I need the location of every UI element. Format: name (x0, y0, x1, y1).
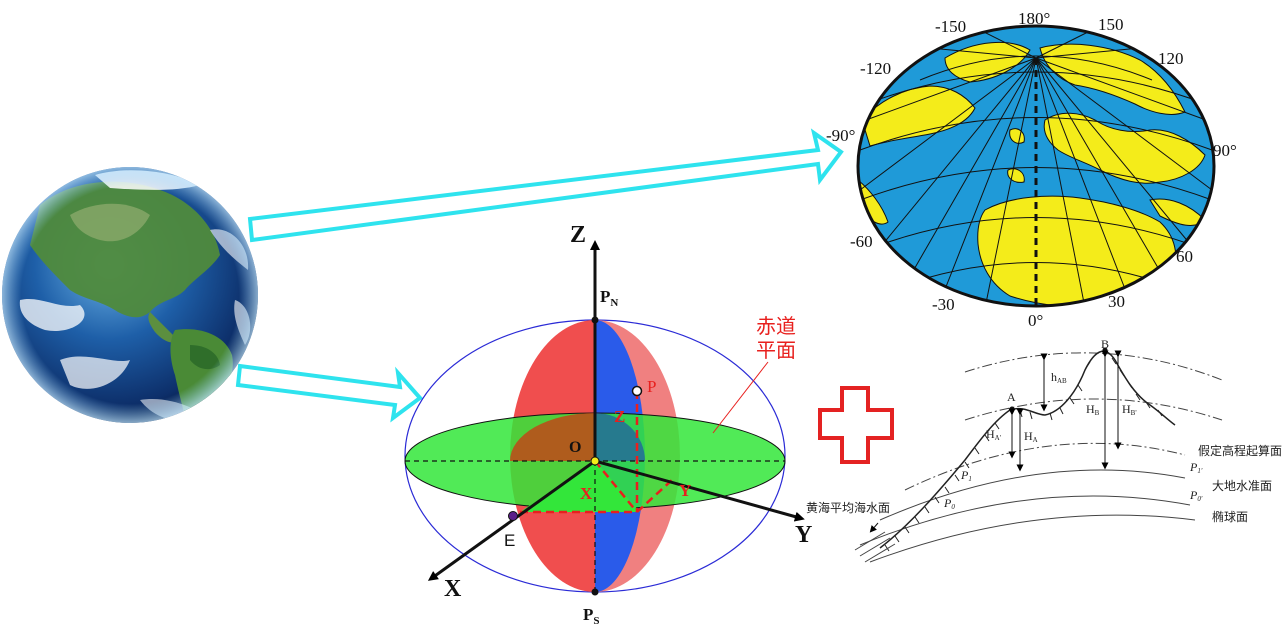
h-ab-label: hAB (1051, 370, 1067, 385)
h-b-prime-label: HB' (1122, 402, 1137, 417)
mean-sea-level-label: 黄海平均海水面 (806, 500, 890, 515)
point-e-marker (508, 511, 518, 521)
overlap-shade (510, 413, 595, 461)
top-reference-curve (964, 352, 1223, 381)
lon-label-neg30: -30 (932, 295, 955, 314)
equator-plane-label-line1: 赤道 (756, 315, 796, 338)
coord-z-label: Z (614, 407, 625, 426)
height-system-diagram: A B hAB HA' HA HB HB' P1 P0 P1' P0' 假定高程… (806, 337, 1282, 563)
height-labels: A B hAB HA' HA HB HB' P1 P0 P1' P0' 假定高程… (806, 337, 1282, 524)
point-a-label: A (1007, 390, 1016, 404)
point-b-label: B (1101, 337, 1109, 351)
geoid-label: 大地水准面 (1212, 479, 1272, 493)
arrow-to-ellipsoid (235, 363, 423, 423)
mid-reference-curve (964, 398, 1223, 421)
terrain-profile (879, 350, 1176, 549)
z-axis-label: Z (570, 222, 586, 248)
p1-prime-label: P1' (1189, 460, 1203, 475)
coord-x-label: X (580, 484, 593, 503)
x-axis-label: X (444, 576, 462, 602)
h-a-prime-label: HA' (986, 427, 1001, 442)
ellipsoid-curve (869, 514, 1196, 563)
globe-map-outline (856, 24, 1216, 308)
arrow-to-map (247, 128, 844, 243)
equator-label-leader (712, 361, 769, 434)
lon-label-neg150: -150 (935, 17, 966, 36)
point-e-label: E (504, 531, 515, 550)
lon-label-neg90: -90° (826, 126, 855, 145)
lon-label-180: 180° (1018, 9, 1050, 28)
lon-label-150: 150 (1098, 15, 1124, 34)
p0-label: P0 (943, 496, 955, 511)
coord-y-label: Y (679, 481, 691, 500)
h-a-label: HA (1024, 429, 1038, 444)
point-p-label: P (647, 377, 656, 396)
ellipsoid-surface-label: 椭球面 (1212, 509, 1248, 524)
h-b-label: HB (1086, 402, 1100, 417)
lon-label-60: 60 (1176, 247, 1193, 266)
p1-label: P1 (960, 468, 972, 483)
lon-label-neg120: -120 (860, 59, 891, 78)
lon-label-90: 90° (1213, 141, 1237, 160)
sea-level-leader (869, 522, 879, 533)
y-axis-label: Y (795, 522, 812, 548)
pole-south-label: PS (583, 605, 600, 627)
lon-label-neg60: -60 (850, 232, 873, 251)
longitude-labels: 180° 150 120 90° 60 30 0° -30 -60 -90° -… (826, 9, 1237, 330)
pole-north-point (591, 316, 599, 324)
plus-sign (818, 386, 894, 464)
terrain-hatching (884, 357, 1163, 552)
assumed-datum-curve (904, 442, 1186, 491)
origin-point (590, 456, 600, 466)
y-dashed (636, 479, 673, 513)
lon-label-0: 0° (1028, 311, 1043, 330)
ellipsoid-coordinate-diagram: Z Y X PN PS O P E Z X Y 赤道 平面 (404, 222, 812, 627)
point-p-marker (631, 385, 643, 397)
geoid-curve (879, 469, 1186, 521)
origin-label: O (569, 439, 581, 456)
point-a-marker (1009, 406, 1015, 412)
p0-prime-label: P0' (1189, 488, 1203, 503)
equator-plane-label-line2: 平面 (756, 340, 796, 362)
pole-south-point (591, 588, 599, 596)
sea-level-curve (859, 495, 1191, 546)
x-region (520, 461, 640, 512)
y-axis (594, 459, 805, 522)
sea-hatching (854, 531, 896, 563)
lon-label-30: 30 (1108, 292, 1125, 311)
lon-label-120: 120 (1158, 49, 1184, 68)
earth-globe-image (2, 167, 258, 423)
graticule-globe-map: 180° 150 120 90° 60 30 0° -30 -60 -90° -… (826, 9, 1237, 330)
assumed-datum-label: 假定高程起算面 (1198, 443, 1282, 458)
pole-north-label: PN (600, 287, 618, 309)
op-dashed (594, 460, 638, 513)
overlap-shade-blue (595, 413, 645, 461)
